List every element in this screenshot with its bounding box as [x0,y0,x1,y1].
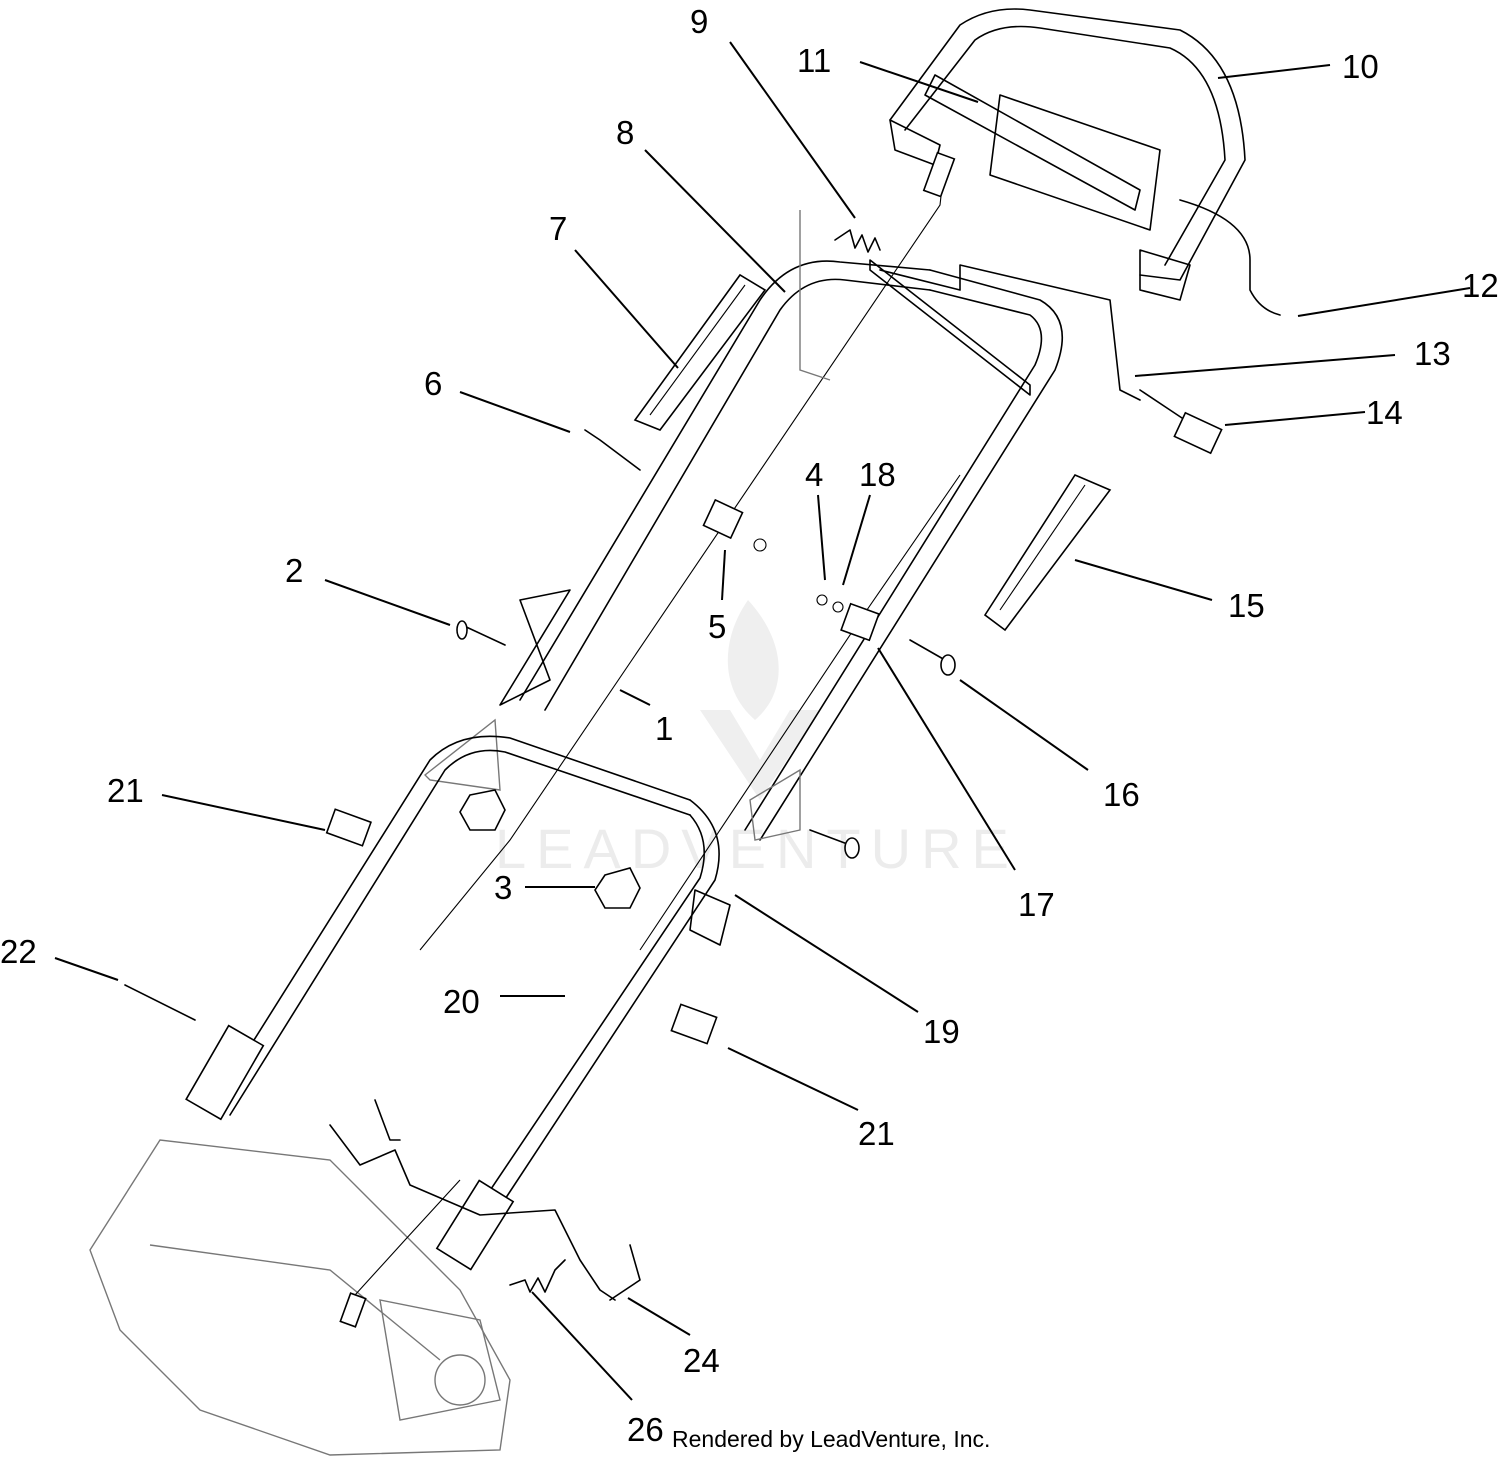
render-credit: Rendered by LeadVenture, Inc. [672,1426,991,1452]
callout-20: 20 [443,983,480,1020]
cable-end-deck [339,1292,367,1328]
spring [799,210,881,381]
watermark-text: LEADVENTURE [495,817,1019,880]
handle-bushing-left [325,808,372,847]
lower-handle [185,735,731,1271]
callout-7: 7 [549,210,567,247]
callout-1: 1 [655,710,673,747]
lower-bolt [809,829,851,846]
upper-handle [423,259,1063,841]
callout-9: 9 [690,3,708,40]
carriage-bolt-left [461,624,506,646]
cable-lower-run [354,1179,461,1296]
callout-22: 22 [0,933,37,970]
drive-rod [329,1099,641,1301]
callout-12: 12 [1462,267,1499,304]
callout-3: 3 [494,869,512,906]
callout-6: 6 [424,365,442,402]
drive-spring [509,1259,566,1293]
cable-clip [584,429,641,471]
callout-17: 17 [1018,886,1055,923]
callout-24: 24 [683,1342,720,1379]
lower-bolt-head [844,837,860,859]
callout-14: 14 [1366,394,1403,431]
callout-11: 11 [797,42,831,79]
cable-adjuster [840,602,880,642]
nut [832,601,844,613]
callout-2: 2 [285,552,303,589]
bolt-head-right [940,654,956,676]
bracket-nut [753,538,767,552]
callout-13: 13 [1414,335,1451,372]
handle-knob-lower [594,867,641,909]
handle-bushing-right [670,1003,718,1045]
cable-end [922,151,956,198]
mower-deck [89,1139,511,1456]
callout-21-left: 21 [107,772,144,809]
washer [816,594,828,606]
handle-pin [124,984,196,1021]
callout-5: 5 [708,608,726,645]
leader-lines [54,41,1471,1401]
control-bar [889,8,1281,316]
callout-10: 10 [1342,48,1379,85]
bolt-head-left [456,620,468,640]
cable-assembly [879,264,1223,455]
callout-21-right: 21 [858,1115,895,1152]
callout-15: 15 [1228,587,1265,624]
callout-labels: 1 2 3 4 5 6 7 8 9 10 11 12 13 14 15 16 1… [0,3,1499,1448]
callout-18: 18 [859,456,896,493]
callout-8: 8 [616,114,634,151]
callout-26: 26 [627,1411,664,1448]
cable-bracket [702,498,744,540]
grip-right [983,473,1112,632]
callout-16: 16 [1103,776,1140,813]
watermark: LEADVENTURE [495,600,1019,880]
callout-4: 4 [805,456,823,493]
carriage-bolt-right [909,639,946,661]
callout-19: 19 [923,1013,960,1050]
grip-left [633,273,767,431]
handle-knob-upper [459,789,506,831]
